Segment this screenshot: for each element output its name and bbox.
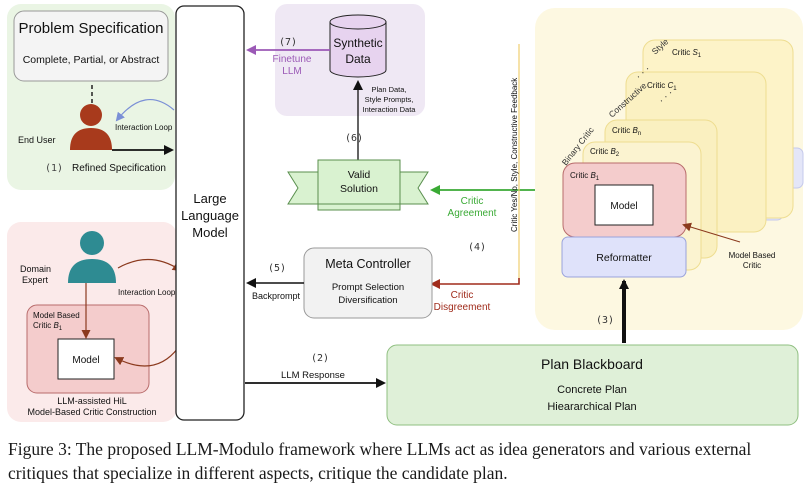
domain-footer-2: Model-Based Critic Construction — [27, 407, 156, 417]
meta-controller-line1: Prompt Selection — [332, 282, 404, 293]
critic-b2-label: Critic B2 — [590, 147, 620, 158]
interaction-loop-label: Interaction Loop — [115, 123, 173, 132]
critic-disagree-label-2: Disgreement — [434, 302, 491, 313]
critic-agreement-label-2: Agreement — [448, 208, 497, 219]
critic-s1-label: Critic S1 — [672, 48, 702, 59]
synthetic-inputs-1: Plan Data, — [371, 85, 406, 94]
llm-response-label: LLM Response — [281, 370, 345, 381]
model-based-critic-label-1: Model Based — [729, 251, 776, 260]
critic-disagreement-arrow — [430, 278, 520, 289]
critic-model-label: Model — [610, 201, 637, 212]
domain-critic-label-1: Model Based — [33, 311, 80, 320]
critic-agreement-label-1: Critic — [461, 196, 484, 207]
critic-feedback-label: Critic Yes/No, Style, Constructive Feedb… — [510, 77, 519, 232]
model-based-critic-arrow — [682, 222, 741, 243]
step4-number: (4) — [468, 242, 486, 253]
domain-expert-label-1: Domain — [20, 264, 51, 274]
synthetic-label-1: Synthetic — [333, 36, 382, 50]
critic-model-box — [594, 184, 654, 226]
problem-spec-box — [13, 10, 169, 82]
meta-controller-title: Meta Controller — [325, 257, 410, 271]
llm-label-3: Model — [192, 225, 228, 240]
critic-c1-label: Critic C1 — [647, 81, 677, 92]
plan-blackboard-box: Plan Blackboard Concrete Plan Hieararchi… — [386, 344, 799, 426]
interaction-loop-arrow — [115, 99, 175, 122]
framework-diagram: Problem Specification Complete, Partial,… — [7, 4, 804, 426]
llm-label-1: Large — [193, 191, 226, 206]
meta-controller-line2: Diversification — [338, 295, 397, 306]
llm-label-2: Language — [181, 208, 239, 223]
plan-blackboard-line1: Concrete Plan — [557, 384, 627, 396]
domain-expert-person-icon — [68, 231, 116, 283]
synthetic-data-panel: Synthetic Data Plan Data, Style Prompts,… — [275, 4, 425, 116]
domain-critic-label-2: Critic B1 — [33, 321, 63, 332]
step5-number: (5) — [268, 263, 286, 274]
step1-number: (1) — [45, 163, 63, 174]
domain-interaction-loop-label: Interaction Loop — [118, 288, 176, 297]
step6-number: (6) — [345, 133, 363, 144]
meta-controller-box: Meta Controller Prompt Selection Diversi… — [303, 247, 433, 319]
domain-model-label: Model — [72, 355, 99, 366]
valid-solution-label-1: Valid — [348, 169, 371, 181]
synthetic-inputs-2: Style Prompts, — [365, 95, 414, 104]
domain-expert-label-2: Expert — [22, 275, 49, 285]
problem-spec-panel: Problem Specification Complete, Partial,… — [7, 4, 175, 190]
backprompt-label: Backprompt — [252, 291, 301, 301]
plan-blackboard-title: Plan Blackboard — [541, 356, 643, 372]
step2-number: (2) — [311, 353, 329, 364]
domain-model-box — [57, 338, 115, 380]
synthetic-data-cylinder — [329, 14, 387, 78]
critic-b1-label: Critic B1 — [570, 171, 600, 182]
critics-panel: Critic Yes/No, Style, Constructive Feedb… — [510, 8, 804, 330]
end-user-person-icon — [70, 104, 112, 150]
synthetic-label-2: Data — [345, 52, 371, 66]
refined-spec-label: Refined Specification — [72, 163, 166, 174]
problem-spec-title: Problem Specification — [18, 20, 163, 37]
domain-to-llm-arrow — [117, 258, 182, 272]
plan-blackboard-line2: Hieararchical Plan — [547, 401, 636, 413]
llm-box: Large Language Model — [175, 5, 245, 421]
domain-expert-panel: Domain Expert Interaction Loop Model Bas… — [7, 222, 182, 422]
valid-solution-label-2: Solution — [340, 183, 378, 195]
synthetic-inputs-3: Interaction Data — [363, 105, 417, 114]
critic-disagree-label-1: Critic — [451, 290, 474, 301]
domain-footer-1: LLM-assisted HiL — [57, 396, 127, 406]
finetune-label-1: Finetune — [273, 54, 312, 65]
end-user-label: End User — [18, 135, 56, 145]
step7-number: (7) — [279, 37, 297, 48]
step3-number: (3) — [596, 315, 614, 326]
critic-bn-label: Critic Bn — [612, 126, 641, 137]
reformatter-label: Reformatter — [596, 252, 652, 264]
valid-solution-banner: Valid Solution — [287, 159, 429, 211]
figure-caption: Figure 3: The proposed LLM-Modulo framew… — [8, 439, 752, 483]
model-based-critic-label-2: Critic — [743, 261, 761, 270]
llm-to-model-arrow — [114, 347, 179, 367]
reformatter-box — [561, 236, 687, 278]
problem-spec-subtitle: Complete, Partial, or Abstract — [23, 54, 160, 66]
finetune-label-2: LLM — [282, 66, 301, 77]
